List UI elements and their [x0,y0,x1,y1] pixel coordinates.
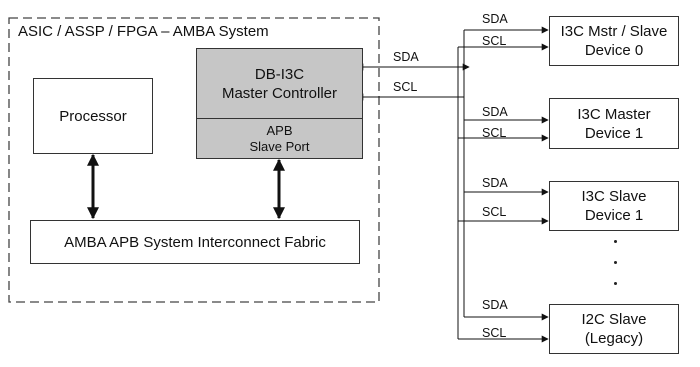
device-2-sda-label: SDA [482,176,508,190]
device-3-line1: I2C Slave [581,311,647,328]
main-scl-label: SCL [393,80,418,94]
device-1-scl-label: SCL [482,126,507,140]
device-2-line1: I3C Slave [581,188,647,205]
master-controller-line1: DB-I3C [254,65,305,83]
vertical-ellipsis-icon [612,240,620,290]
device-box-1: I3C Master Device 1 [549,98,679,149]
device-0-scl-label: SCL [482,34,507,48]
apb-slave-port-box: APB Slave Port [196,118,363,159]
device-box-3: I2C Slave (Legacy) [549,304,679,354]
master-controller-box: DB-I3C Master Controller [196,48,363,119]
device-2-scl-label: SCL [482,205,507,219]
main-sda-label: SDA [393,50,419,64]
device-1-sda-label: SDA [482,105,508,119]
device-1-line1: I3C Master [577,105,651,123]
processor-box: Processor [33,78,153,154]
fabric-label: AMBA APB System Interconnect Fabric [64,233,326,251]
device-0-sda-label: SDA [482,12,508,26]
device-2-line2: Device 1 [584,207,644,224]
apb-port-line1: APB [266,122,293,138]
device-3-scl-label: SCL [482,326,507,340]
device-box-2: I3C Slave Device 1 [549,181,679,231]
system-title: ASIC / ASSP / FPGA – AMBA System [18,23,269,40]
interconnect-fabric-box: AMBA APB System Interconnect Fabric [30,220,360,264]
device-0-line1: I3C Mstr / Slave [560,23,668,40]
system-boundary [8,17,380,303]
device-1-line2: Device 1 [584,124,644,142]
device-3-sda-label: SDA [482,298,508,312]
processor-label: Processor [59,107,127,125]
device-box-0: I3C Mstr / Slave Device 0 [549,16,679,66]
device-0-line2: Device 0 [584,42,644,59]
apb-port-line2: Slave Port [249,138,310,154]
device-3-line2: (Legacy) [584,330,644,347]
master-controller-line2: Master Controller [221,84,338,102]
